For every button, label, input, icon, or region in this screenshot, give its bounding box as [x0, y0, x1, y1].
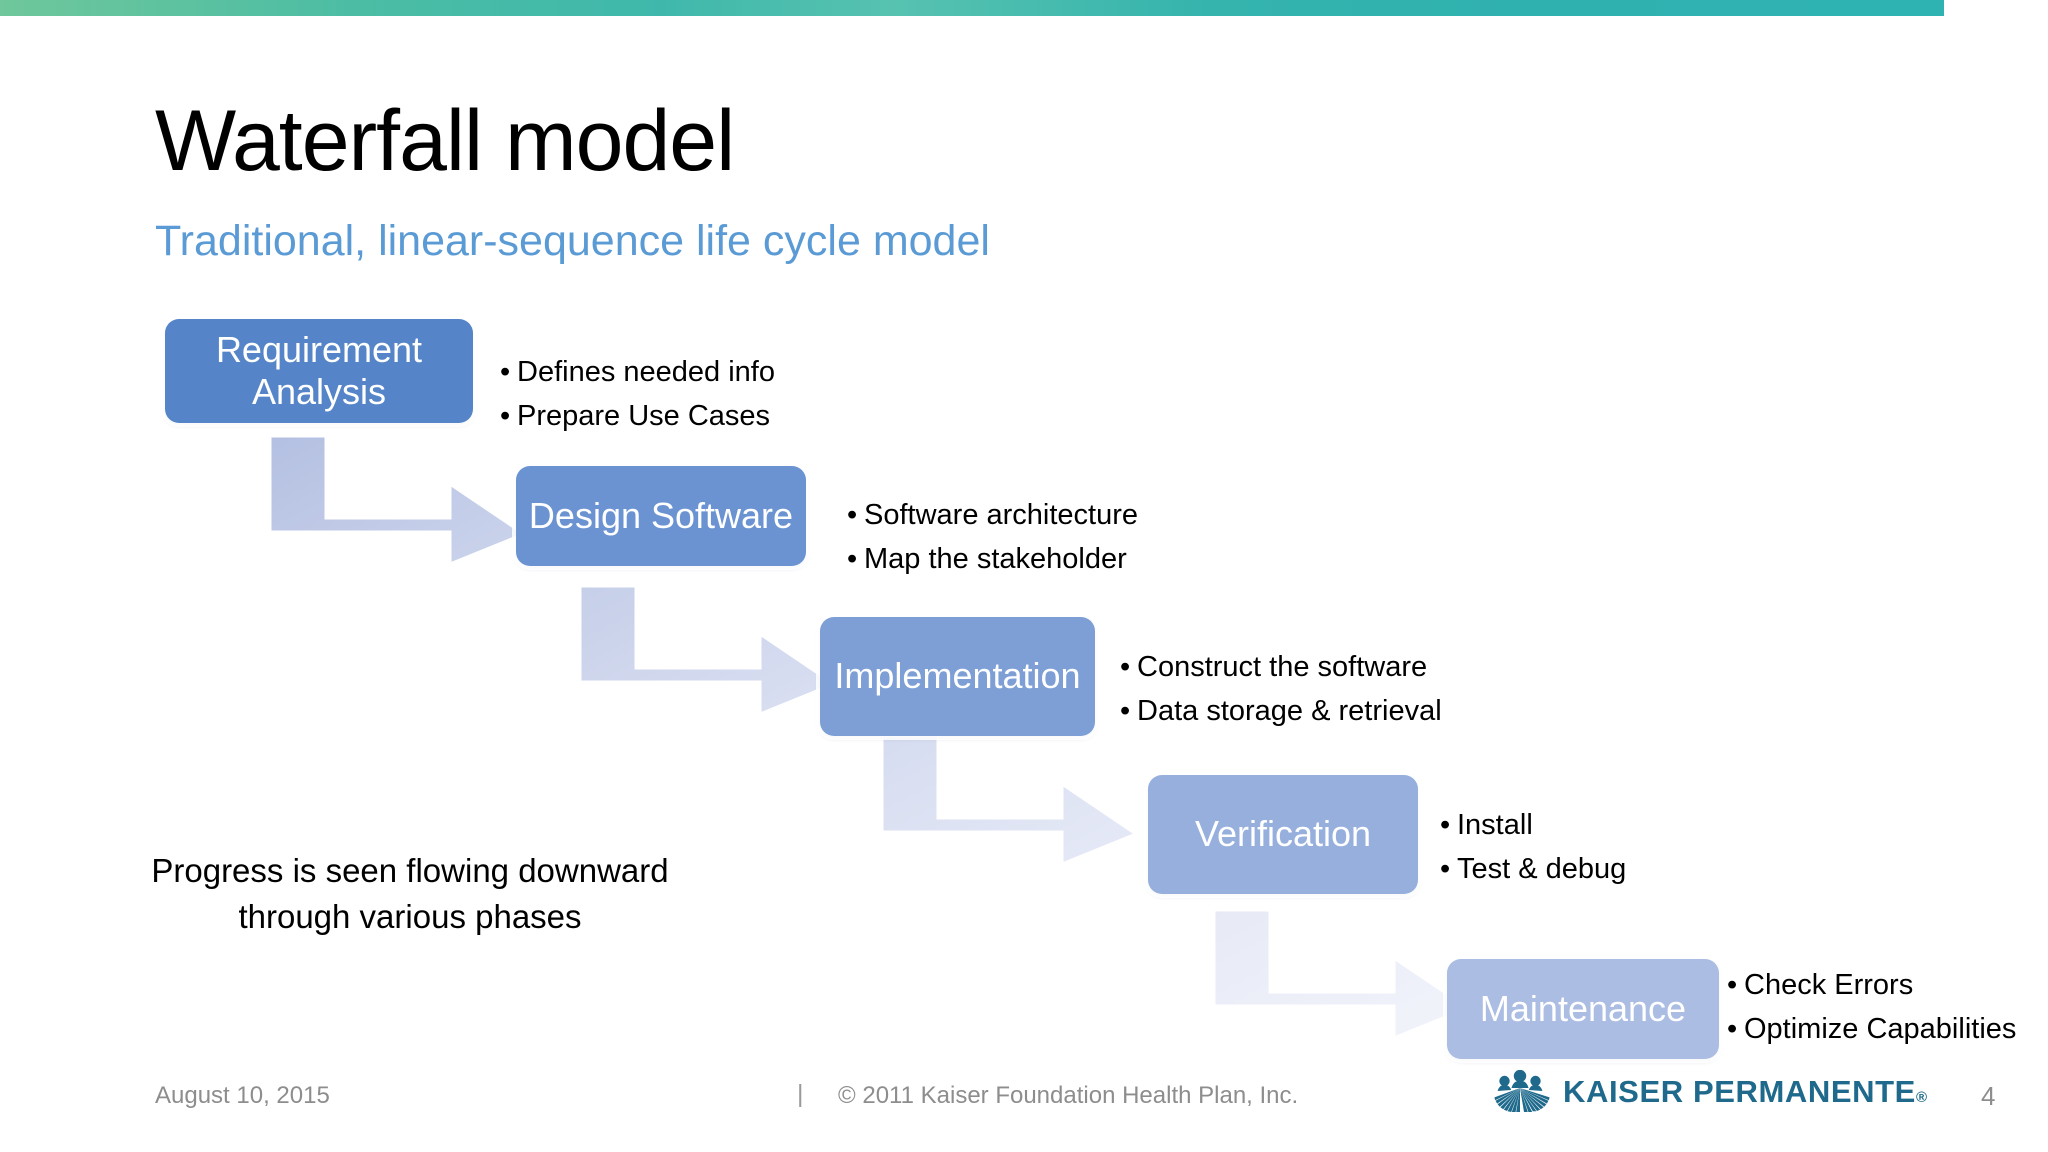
- top-accent-band-tail: [1944, 0, 2048, 16]
- stage-label: Design Software: [528, 494, 794, 536]
- registered-mark: ®: [1915, 1089, 1928, 1106]
- bullet-dot: •: [1120, 695, 1131, 728]
- page-subtitle: Traditional, linear-sequence life cycle …: [155, 217, 990, 265]
- bullet-dot: •: [500, 400, 511, 433]
- bullet-text: Optimize Capabilities: [1744, 1013, 2017, 1046]
- stage-label: Verification: [1194, 813, 1372, 855]
- stage-box-implementation[interactable]: Implementation: [820, 617, 1095, 736]
- stage-box-requirement-analysis[interactable]: Requirement Analysis: [165, 319, 473, 423]
- stage-label: Requirement Analysis: [215, 328, 423, 412]
- arrow-stage-1-to-2: [268, 434, 528, 566]
- stage-label: Implementation: [834, 655, 1081, 697]
- slide-number: 4: [1981, 1081, 1996, 1111]
- bullet-text: Check Errors: [1744, 969, 1914, 1001]
- bullet-item: •Install: [1440, 803, 1626, 847]
- stage-bullets-implementation: •Construct the software •Data storage & …: [1120, 645, 1442, 733]
- top-accent-band: [0, 0, 1944, 16]
- bullet-item: •Software architecture: [847, 493, 1138, 537]
- footer-date: August 10, 2015: [155, 1082, 330, 1109]
- bullet-item: •Optimize Capabilities: [1727, 1007, 2016, 1051]
- bullet-text: Map the stakeholder: [864, 543, 1127, 576]
- bullet-item: •Prepare Use Cases: [500, 394, 775, 438]
- footer-separator: |: [797, 1080, 804, 1108]
- progress-note: Progress is seen flowing downward throug…: [151, 852, 669, 935]
- bullet-dot: •: [1727, 969, 1738, 1001]
- arrow-stage-3-to-4: [880, 734, 1140, 866]
- bullet-item: •Map the stakeholder: [847, 537, 1138, 581]
- bullet-text: Prepare Use Cases: [517, 400, 771, 433]
- kaiser-permanente-wordmark: KAISER PERMANENTE®: [1563, 1074, 1928, 1109]
- bullet-dot: •: [1120, 651, 1131, 683]
- bullet-item: •Check Errors: [1727, 963, 2016, 1007]
- arrow-stage-4-to-5: [1212, 908, 1472, 1040]
- bullet-dot: •: [1727, 1013, 1738, 1046]
- bullet-text: Test & debug: [1457, 853, 1627, 886]
- footer-copyright: © 2011 Kaiser Foundation Health Plan, In…: [838, 1082, 1299, 1109]
- kaiser-permanente-symbol-icon: [1494, 1070, 1550, 1112]
- arrow-stage-2-to-3: [578, 584, 838, 716]
- bullet-dot: •: [847, 499, 858, 531]
- bullet-text: Defines needed info: [517, 356, 775, 388]
- bullet-text: Data storage & retrieval: [1137, 695, 1442, 728]
- stage-box-verification[interactable]: Verification: [1148, 775, 1418, 894]
- bullet-text: Install: [1457, 809, 1533, 841]
- bullet-dot: •: [847, 543, 858, 576]
- bullet-text: Construct the software: [1137, 651, 1428, 683]
- stage-bullets-maintenance: •Check Errors •Optimize Capabilities: [1727, 963, 2016, 1051]
- bullet-item: •Defines needed info: [500, 350, 775, 394]
- stage-box-maintenance[interactable]: Maintenance: [1447, 959, 1719, 1059]
- stage-bullets-verification: •Install •Test & debug: [1440, 803, 1626, 891]
- stage-bullets-design-software: •Software architecture •Map the stakehol…: [847, 493, 1138, 581]
- bullet-dot: •: [1440, 853, 1451, 886]
- bullet-item: •Construct the software: [1120, 645, 1442, 689]
- bullet-item: •Data storage & retrieval: [1120, 689, 1442, 733]
- bullet-text: Software architecture: [864, 499, 1139, 531]
- stage-bullets-requirement-analysis: •Defines needed info •Prepare Use Cases: [500, 350, 775, 438]
- stage-box-design-software[interactable]: Design Software: [516, 466, 806, 566]
- bullet-item: •Test & debug: [1440, 847, 1626, 891]
- bullet-dot: •: [500, 356, 511, 388]
- page-title: Waterfall model: [155, 93, 735, 189]
- stage-label: Maintenance: [1479, 987, 1687, 1029]
- kaiser-permanente-logo: KAISER PERMANENTE®: [1489, 1068, 1937, 1116]
- bullet-dot: •: [1440, 809, 1451, 841]
